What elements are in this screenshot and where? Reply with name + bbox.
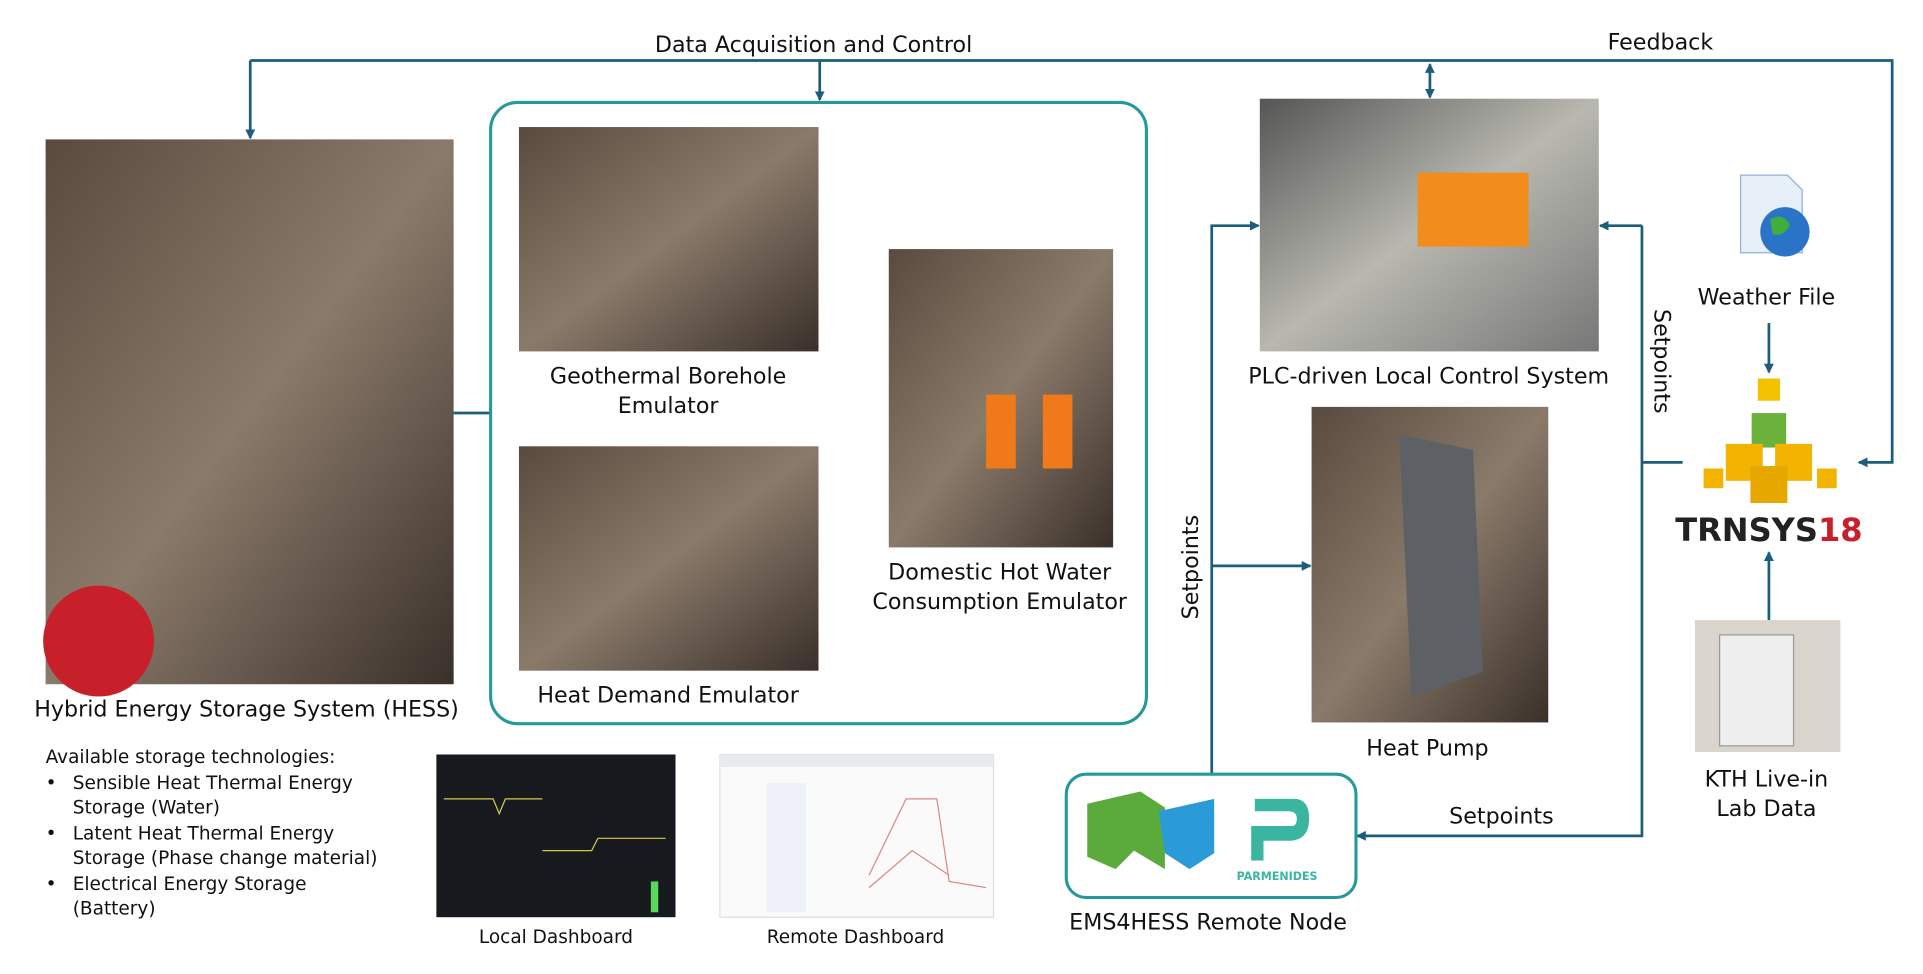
geothermal-label-2: Emulator bbox=[618, 393, 720, 419]
storage-list: • Sensible Heat Thermal Energy Storage (… bbox=[46, 773, 378, 920]
ems-logo bbox=[1087, 791, 1215, 870]
heat-demand-label: Heat Demand Emulator bbox=[537, 683, 799, 709]
weather-file-label: Weather File bbox=[1698, 285, 1836, 311]
dhw-label-2: Consumption Emulator bbox=[872, 589, 1128, 615]
storage-item-1b: Storage (Water) bbox=[73, 798, 220, 819]
storage-item-1a: Sensible Heat Thermal Energy bbox=[73, 773, 353, 794]
edge-label-setpoints-left: Setpoints bbox=[1178, 515, 1204, 620]
svg-text:•: • bbox=[46, 824, 57, 845]
heat-pump-unit bbox=[1399, 433, 1483, 697]
svg-text:PARMENIDES: PARMENIDES bbox=[1237, 870, 1318, 883]
edge-label-setpoints-bottom: Setpoints bbox=[1449, 804, 1554, 830]
local-dashboard-screenshot bbox=[436, 754, 676, 918]
parmenides-logo: PARMENIDES bbox=[1237, 798, 1318, 883]
geothermal-label-1: Geothermal Borehole bbox=[550, 363, 786, 389]
trnsys-logo-cubes bbox=[1703, 378, 1837, 504]
plc-label: PLC-driven Local Control System bbox=[1248, 363, 1609, 389]
heat-pump-label: Heat Pump bbox=[1366, 736, 1488, 762]
storage-item-3a: Electrical Energy Storage bbox=[73, 874, 307, 895]
local-dashboard-label: Local Dashboard bbox=[479, 927, 633, 948]
kth-label-2: Lab Data bbox=[1716, 796, 1816, 822]
svg-text:•: • bbox=[46, 773, 57, 794]
geothermal-photo bbox=[518, 127, 819, 352]
trnsys-label: TRNSYS18 bbox=[1675, 511, 1862, 549]
edge-label-data-acquisition: Data Acquisition and Control bbox=[655, 32, 972, 58]
remote-dashboard-screenshot bbox=[719, 753, 995, 918]
hess-label: Hybrid Energy Storage System (HESS) bbox=[34, 696, 459, 722]
ems-node-box bbox=[1064, 772, 1358, 900]
hess-expansion-tank bbox=[43, 585, 155, 697]
remote-dashboard-label: Remote Dashboard bbox=[767, 927, 944, 948]
storage-heading: Available storage technologies: bbox=[46, 747, 336, 768]
emulators-group bbox=[489, 100, 1148, 726]
data-acquisition-bus bbox=[245, 59, 1894, 468]
setpoints-left-connector bbox=[1210, 220, 1312, 775]
edge-label-setpoints-right: Setpoints bbox=[1648, 309, 1674, 414]
weather-file-icon bbox=[1739, 174, 1810, 257]
storage-item-2a: Latent Heat Thermal Energy bbox=[73, 824, 335, 845]
storage-item-3b: (Battery) bbox=[73, 899, 156, 920]
edge-label-feedback: Feedback bbox=[1608, 29, 1714, 55]
svg-text:•: • bbox=[46, 874, 57, 895]
setpoints-right-connector bbox=[1355, 220, 1774, 841]
ems-label: EMS4HESS Remote Node bbox=[1069, 910, 1347, 936]
dhw-label-1: Domestic Hot Water bbox=[888, 559, 1112, 585]
storage-item-2b: Storage (Phase change material) bbox=[73, 848, 378, 869]
kth-label-1: KTH Live-in bbox=[1705, 767, 1829, 793]
heat-demand-photo bbox=[518, 446, 819, 671]
